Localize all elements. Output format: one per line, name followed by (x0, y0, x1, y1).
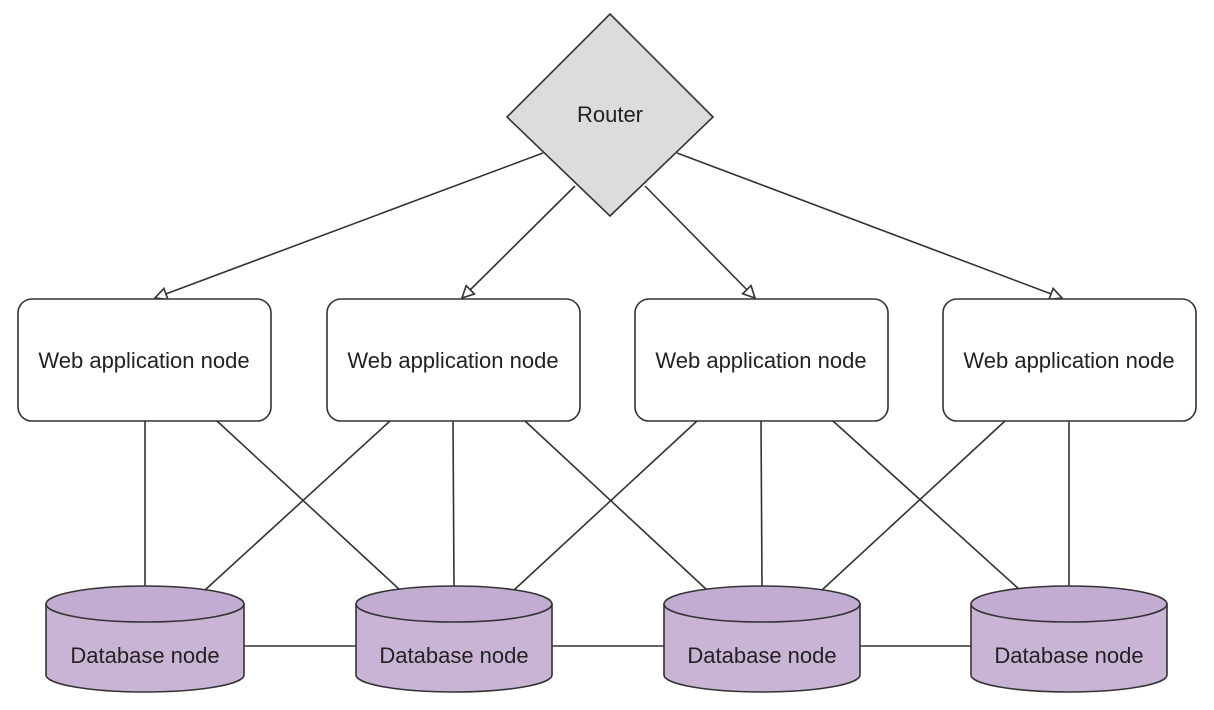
router-label: Router (577, 102, 643, 127)
db-node-label: Database node (687, 643, 836, 668)
app-4-to-db-3-line (821, 420, 1006, 591)
app-node-label: Web application node (963, 348, 1174, 373)
app-3-to-db-3-line (760, 420, 763, 587)
db-cylinder-top (45, 585, 245, 623)
app-node-box (634, 298, 889, 422)
db-node-3: Database node (663, 585, 861, 693)
router-node: Router (505, 12, 715, 218)
db-node-1: Database node (45, 585, 245, 693)
db-node-label: Database node (379, 643, 528, 668)
app-node-box (326, 298, 581, 422)
db-node-label: Database node (994, 643, 1143, 668)
router-to-app-arrow-1 (155, 152, 544, 298)
app-node-box (17, 298, 272, 422)
db-cylinder-top (355, 585, 553, 623)
router-to-app-arrow-3 (644, 185, 755, 298)
db-cylinder-top (663, 585, 861, 623)
app-node-3: Web application node (634, 298, 889, 422)
db-node-2: Database node (355, 585, 553, 693)
app-3-to-db-4-line (832, 420, 1021, 591)
app-2-to-db-2-line (452, 420, 455, 587)
db-node-label: Database node (70, 643, 219, 668)
connection-lines (144, 152, 1070, 647)
app-2-to-db-3-line (524, 420, 708, 591)
db-node-4: Database node (970, 585, 1168, 693)
db-cylinder-top (970, 585, 1168, 623)
db-cylinder-body (663, 603, 861, 693)
db-cylinder-body (355, 603, 553, 693)
app-node-label: Web application node (38, 348, 249, 373)
app-node-4: Web application node (942, 298, 1197, 422)
db-cylinder-body (45, 603, 245, 693)
db-cylinder-body (970, 603, 1168, 693)
app-node-2: Web application node (326, 298, 581, 422)
app-node-box (942, 298, 1197, 422)
router-to-app-arrow-2 (462, 185, 576, 298)
router-to-app-arrow-4 (676, 152, 1062, 298)
app-1-to-db-2-line (216, 420, 401, 591)
app-2-to-db-1-line (204, 420, 391, 591)
app-node-label: Web application node (655, 348, 866, 373)
app-node-label: Web application node (347, 348, 558, 373)
router-diamond (505, 12, 715, 218)
app-3-to-db-2-line (513, 420, 698, 591)
app-node-1: Web application node (17, 298, 272, 422)
